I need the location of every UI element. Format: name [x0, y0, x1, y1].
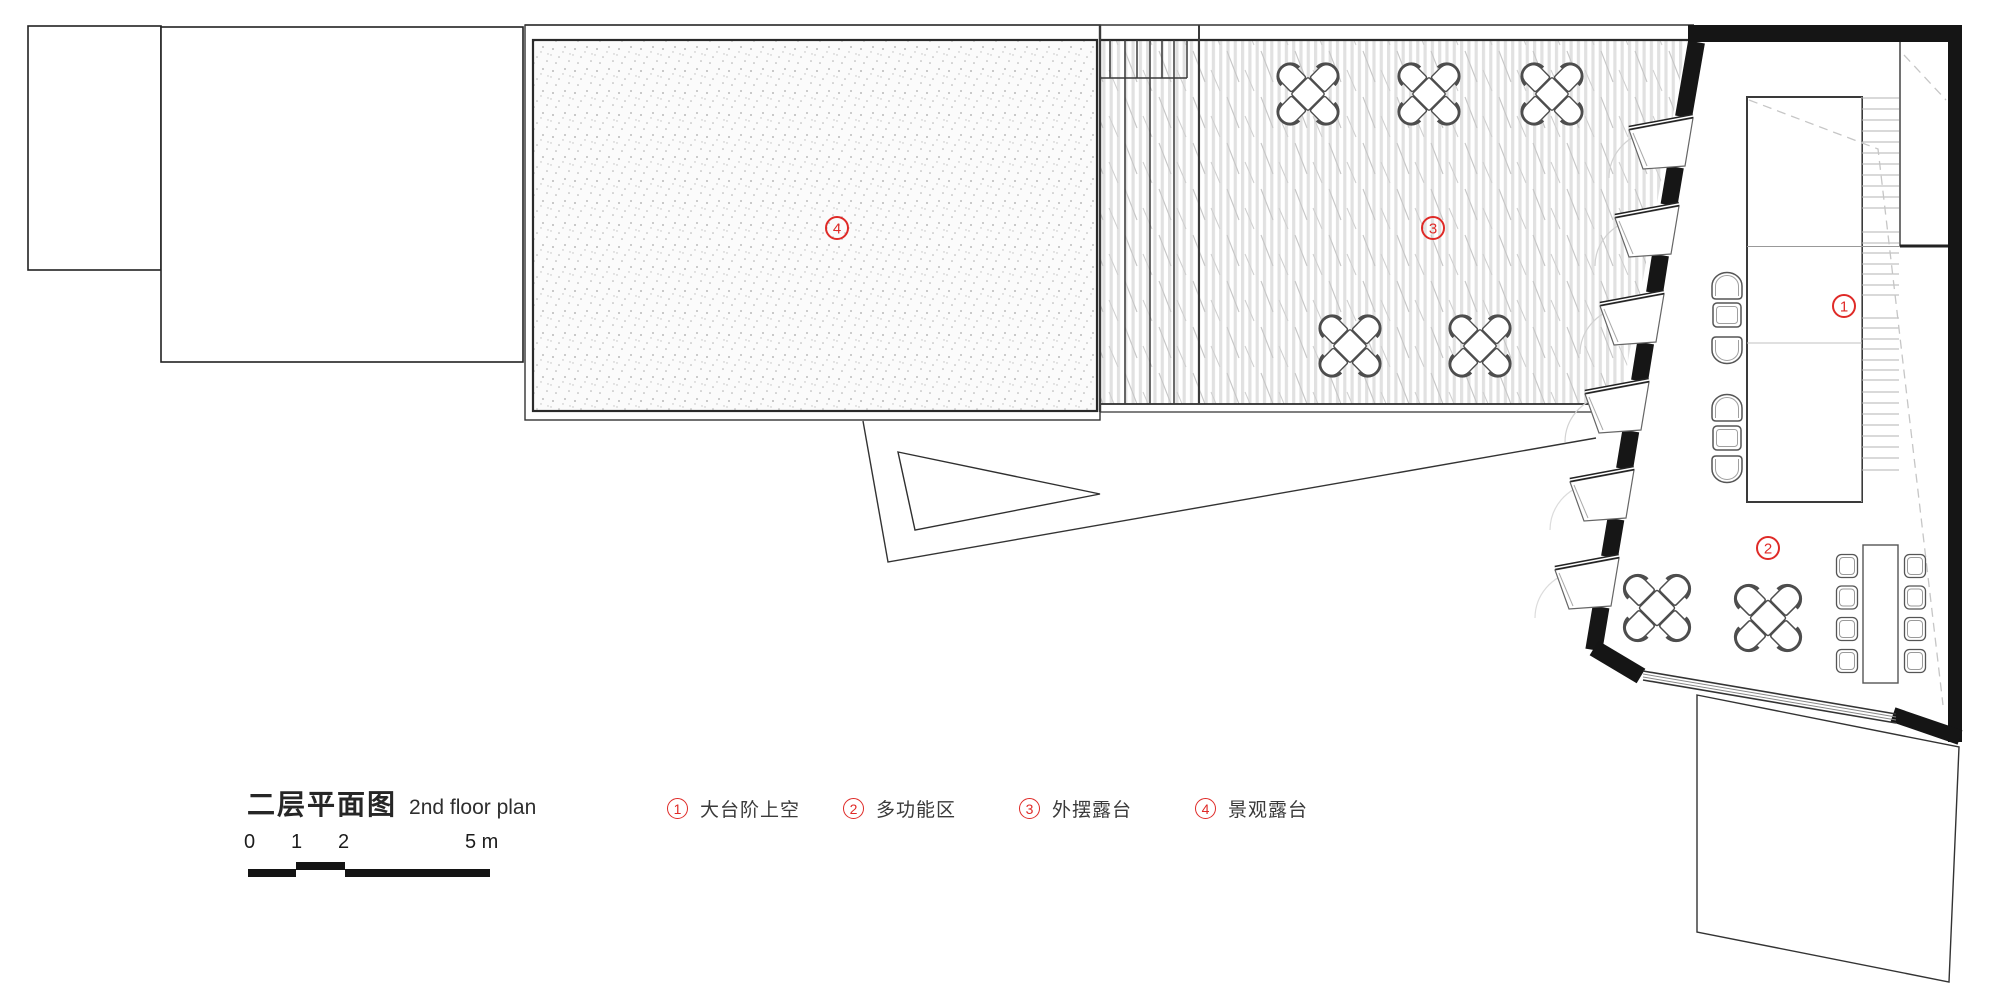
grand-staircase [1098, 25, 1200, 412]
stair-treads [1862, 97, 1899, 471]
building-walls [1589, 25, 1963, 745]
meeting-table [1862, 544, 1899, 684]
marker-1-number: 1 [1840, 299, 1848, 316]
legend-item-3: 3 外摆露台 [1019, 795, 1132, 822]
wall-bottom-left [1589, 640, 1646, 684]
wall-bottom-right [1890, 707, 1963, 745]
table-cluster [1616, 567, 1698, 649]
marker-3-number: 3 [1429, 221, 1437, 238]
marker-4-number: 4 [833, 221, 841, 238]
louver-wall [1534, 40, 1705, 652]
legend-circle-4: 4 [1195, 798, 1216, 819]
scale-bar-segment [345, 869, 490, 877]
marker-room-3: 3 [1421, 216, 1445, 240]
legend-item-1: 1 大台阶上空 [667, 795, 800, 822]
scale-tick-2: 2 [338, 831, 350, 853]
room-2-furniture [1616, 544, 1927, 684]
title-chinese: 二层平面图 [247, 789, 398, 820]
louver-fins [1534, 113, 1694, 619]
scale-bar-segment [296, 862, 345, 870]
scale-tick-5m: 5 m [465, 831, 499, 853]
marker-room-1: 1 [1832, 294, 1856, 318]
scale-tick-1: 1 [291, 831, 303, 853]
marker-2-number: 2 [1764, 541, 1772, 558]
room-4-landscape-terrace [524, 24, 1101, 421]
legend-circle-1: 1 [667, 798, 688, 819]
legend-circle-2: 2 [843, 798, 864, 819]
table-cluster [1727, 577, 1809, 659]
scale-bar-segment [248, 869, 296, 877]
legend-item-4: 4 景观露台 [1195, 795, 1308, 822]
glass-wall [1642, 670, 1897, 724]
adjacent-building-outlines-left [27, 25, 524, 363]
adjacent-structure-below [862, 420, 1960, 983]
legend-circle-3: 3 [1019, 798, 1040, 819]
room-1-stair-void [1746, 42, 1948, 706]
legend-item-2: 2 多功能区 [843, 795, 956, 822]
marker-room-2: 2 [1756, 536, 1780, 560]
room-1-chairs [1711, 271, 1743, 484]
legend-label-3: 外摆露台 [1052, 800, 1133, 821]
drawing-title: 二层平面图 2nd floor plan [247, 783, 536, 823]
marker-room-4: 4 [825, 216, 849, 240]
legend-label-1: 大台阶上空 [700, 800, 801, 821]
legend-label-2: 多功能区 [876, 800, 957, 821]
skylight-triangle-outline [897, 451, 1101, 531]
scale-tick-0: 0 [244, 831, 256, 853]
legend-label-4: 景观露台 [1228, 800, 1309, 821]
void-dashed-outline [1748, 54, 1947, 706]
room-3-outdoor-terrace [525, 24, 1694, 413]
title-english: 2nd floor plan [409, 796, 537, 819]
